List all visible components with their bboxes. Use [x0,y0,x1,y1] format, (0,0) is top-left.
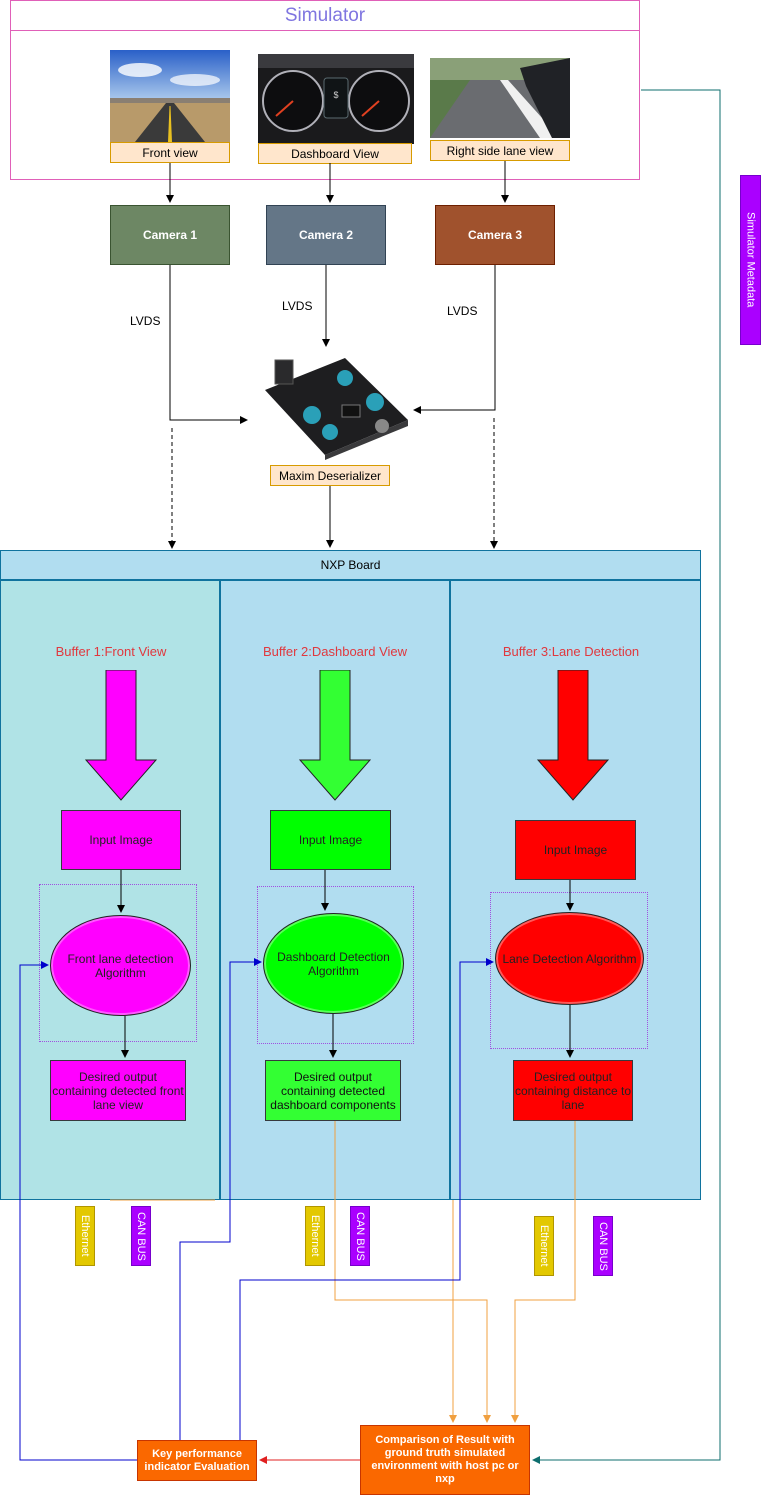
lvds-label-3: LVDS [447,304,478,318]
buffer-3-input-image: Input Image [515,820,636,880]
simulator-metadata-tag: Simulator Metadata [740,175,761,345]
ethernet-tag-2: Ethernet [305,1206,325,1266]
buffer-3-arrow [537,670,609,801]
camera-2: Camera 2 [266,205,386,265]
kpi-evaluation-box: Key performance indicator Evaluation [137,1440,257,1481]
can-bus-tag-3: CAN BUS [593,1216,613,1276]
front-lane-detection-algorithm: Front lane detection Algorithm [50,915,191,1016]
buffer-2-title: Buffer 2:Dashboard View [262,643,408,659]
deserializer-caption: Maxim Deserializer [270,465,390,486]
comparison-box: Comparison of Result with ground truth s… [360,1425,530,1495]
buffer-2-input-image: Input Image [270,810,391,870]
can-bus-label-3: CAN BUS [597,1221,609,1271]
simulator-title: Simulator [10,1,640,31]
lvds-label-2: LVDS [282,299,313,313]
front-view-caption: Front view [110,142,230,163]
nxp-board-title: NXP Board [0,550,701,580]
dashboard-view-image: $ [258,54,414,144]
lane-detection-algorithm: Lane Detection Algorithm [495,912,644,1005]
buffer-1-arrow [85,670,157,801]
right-lane-view-image [430,58,570,138]
ethernet-tag-1: Ethernet [75,1206,95,1266]
ethernet-label-1: Ethernet [79,1215,91,1257]
buffer-1-output: Desired output containing detected front… [50,1060,186,1121]
dashboard-view-caption: Dashboard View [258,143,412,164]
can-bus-label-2: CAN BUS [354,1211,366,1261]
camera-1: Camera 1 [110,205,230,265]
buffer-3-output: Desired output containing distance to la… [513,1060,633,1121]
buffer-2-arrow [299,670,371,801]
front-view-image [110,50,230,142]
svg-text:$: $ [333,90,338,100]
deserializer-board-image [250,350,410,460]
can-bus-tag-1: CAN BUS [131,1206,151,1266]
dashboard-detection-algorithm: Dashboard Detection Algorithm [263,913,404,1014]
buffer-3-title: Buffer 3:Lane Detection [502,643,640,659]
ethernet-label-2: Ethernet [309,1215,321,1257]
edge-camera1-to-deserializer [169,265,248,424]
buffer-2-output: Desired output containing detected dashb… [265,1060,401,1121]
ethernet-tag-3: Ethernet [534,1216,554,1276]
camera-3: Camera 3 [435,205,555,265]
edge-camera3-to-deserializer [413,265,496,414]
buffer-1-title: Buffer 1:Front View [55,643,167,659]
ethernet-label-3: Ethernet [538,1225,550,1267]
lvds-label-1: LVDS [130,314,161,328]
can-bus-label-1: CAN BUS [135,1211,147,1261]
buffer-1-input-image: Input Image [61,810,181,870]
can-bus-tag-2: CAN BUS [350,1206,370,1266]
right-lane-view-caption: Right side lane view [430,140,570,161]
simulator-metadata-label: Simulator Metadata [744,212,757,308]
